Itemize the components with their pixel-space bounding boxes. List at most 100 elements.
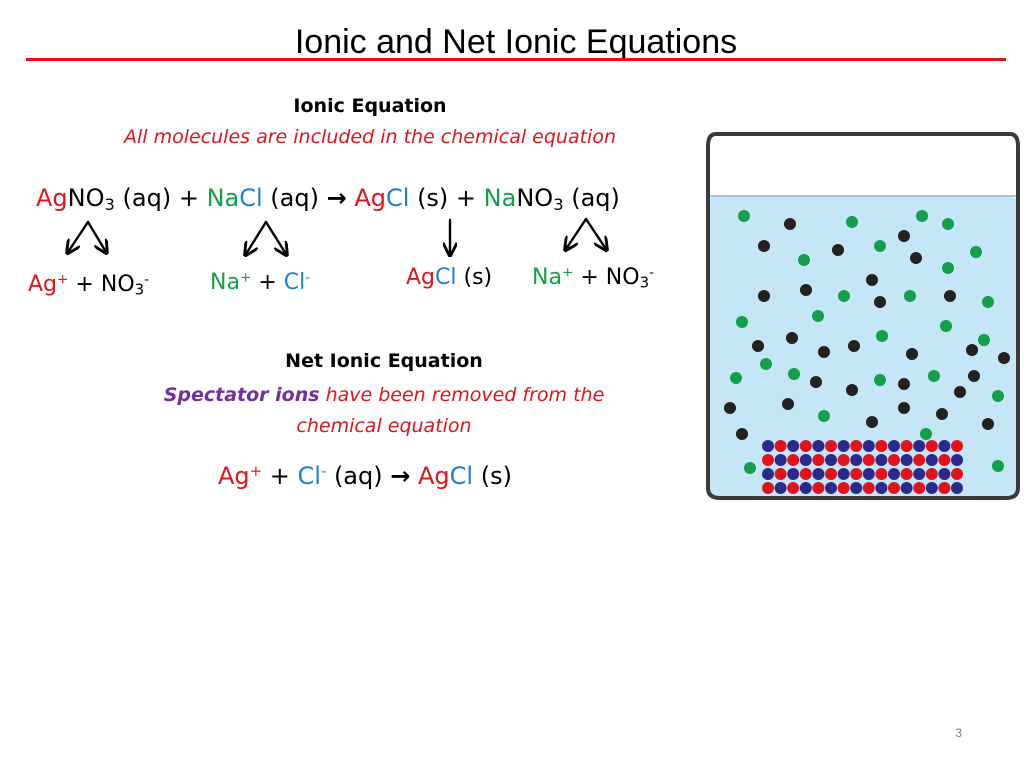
precipitate-ion [774,440,787,452]
ion-no3-sub: 3 [134,280,145,299]
precipitate-ion [913,454,926,466]
ion-na-charge: + [239,269,252,286]
precipitate-ion [825,482,837,494]
ion-no3-charge: - [144,271,150,288]
title-rule [26,58,1006,61]
sodium-ion [942,218,954,230]
precipitate-ion [913,482,926,494]
sodium-ion [928,370,940,382]
sodium-ion [942,262,954,274]
net-plus: + [262,462,298,490]
chloride-ion [866,416,878,428]
precipitate-ion [799,454,812,466]
chloride-ion [782,398,794,410]
ion-no3-sub: 3 [639,273,650,292]
precipitate-ion [938,454,951,466]
agno3-ag: Ag [36,184,68,212]
precipitate-ion [900,454,913,466]
chloride-ion [982,418,994,430]
net-heading: Net Ionic Equation [285,350,483,372]
chloride-ion [758,240,770,252]
precipitate-ion [862,454,875,466]
precipitate-ion [787,482,800,494]
chloride-ion [810,376,822,388]
chloride-ion [968,370,980,382]
sodium-ion [798,254,810,266]
nacl-cl: Cl [239,184,263,212]
sodium-ion [978,334,990,346]
chloride-ion [866,274,878,286]
precipitate-ion [875,440,888,452]
precipitate-ion [812,468,825,480]
precipitate-ion [762,454,774,466]
chloride-ion [910,252,922,264]
sodium-ion [920,428,932,440]
precipitate-ion [925,454,938,466]
chloride-ion [846,384,858,396]
precipitate-ion [850,468,863,480]
precipitate-ion [888,440,900,452]
nano3-na: Na [483,184,517,212]
chloride-ion [800,284,812,296]
chloride-ion [832,244,844,256]
precipitate-ion [888,482,900,494]
ion-na: Na [210,270,240,295]
agcl-ag: Ag [346,184,386,212]
precipitate-ion [850,454,863,466]
precipitate-ion [837,454,850,466]
precipitate-ion [850,440,863,452]
beaker-illustration [706,132,1020,500]
agcl-state: (s) + [409,184,484,212]
precipitate-ion [762,482,774,494]
precipitate-ion [825,468,837,480]
precipitate-ion [837,482,850,494]
chloride-ion [752,340,764,352]
precipitate-ion [888,468,900,480]
nano3-no: NO [516,184,554,212]
net-product-cl: Cl [449,462,474,490]
chloride-ion [786,332,798,344]
agno3-no: NO [67,184,105,212]
chloride-ion [898,230,910,242]
precipitate-ion [900,482,913,494]
sodium-ion [738,210,750,222]
chloride-ion [724,402,736,414]
sodium-ion [736,316,748,328]
precipitate-ion [862,482,875,494]
sodium-ion [838,290,850,302]
net-equation: Ag+ + Cl- (aq) → AgCl (s) [218,462,512,490]
ion-na-charge: + [561,264,574,281]
precipitate-ion [762,440,774,452]
precipitate-ion [787,468,800,480]
agcl-cl: Cl [386,184,410,212]
precipitate-ion [913,440,926,452]
ion-ag-charge: + [57,271,69,288]
beaker-glass [706,132,1020,500]
precipitate-ion [825,440,837,452]
precipitate-ion [900,468,913,480]
precipitate-ion [875,468,888,480]
precipitate-ion [837,468,850,480]
ion-ag: Ag [28,272,58,297]
spectator-ions-label: Spectator ions [163,384,320,406]
ion-na: Na [532,265,562,290]
sodium-ion [916,210,928,222]
sodium-ion [940,320,952,332]
precipitate-ion [938,440,951,452]
agno3-state: (aq) + [114,184,207,212]
precipitate-lattice [762,440,963,494]
precipitate-ion [925,482,938,494]
solid-state: (s) [456,265,493,290]
solid-ag: Ag [406,265,436,290]
split-arrow-icon [68,220,106,252]
ions-agcl: AgCl (s) [406,265,492,290]
nano3-sub: 3 [553,195,564,215]
ion-no3: + NO [573,265,640,290]
chloride-ion [736,428,748,440]
chloride-ion [758,290,770,302]
precipitate-ion [774,482,787,494]
net-subtitle-line2: chemical equation [296,415,472,437]
net-state-aq: (aq) [326,462,391,490]
chloride-ion [874,296,886,308]
precipitate-ion [812,440,825,452]
